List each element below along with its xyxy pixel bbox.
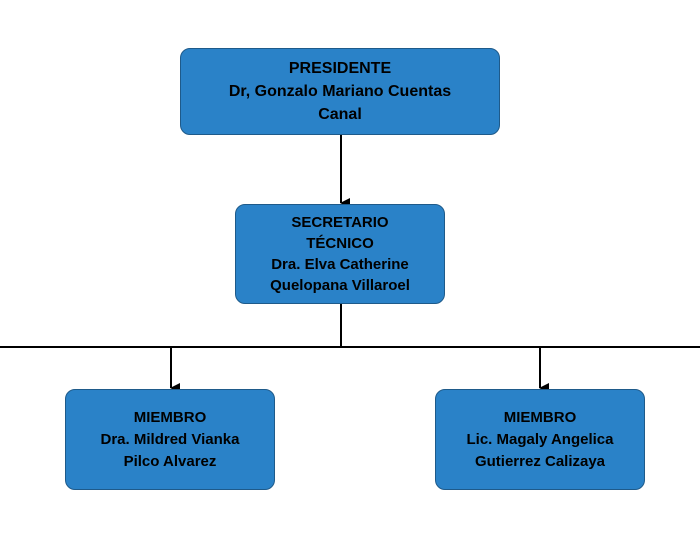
member-2-name-line2: Gutierrez Calizaya bbox=[474, 452, 606, 470]
president-name-line2: Canal bbox=[318, 106, 362, 123]
secretary-role-line1: SECRETARIO bbox=[291, 214, 389, 231]
member-1-name-line2: Pilco Alvarez bbox=[123, 452, 217, 470]
president-name-line1: Dr, Gonzalo Mariano Cuentas bbox=[228, 83, 452, 100]
member-2-name-line1: Lic. Magaly Angelica bbox=[466, 430, 614, 448]
secretary-name-line2: Quelopana Villaroel bbox=[270, 277, 410, 294]
president-box: PRESIDENTE Dr, Gonzalo Mariano Cuentas C… bbox=[180, 48, 500, 135]
member-box-1: MIEMBRO Dra. Mildred Vianka Pilco Alvare… bbox=[65, 389, 275, 490]
member-1-name-line1: Dra. Mildred Vianka bbox=[100, 430, 240, 448]
secretary-box: SECRETARIO TÉCNICO Dra. Elva Catherine Q… bbox=[235, 204, 445, 304]
president-role: PRESIDENTE bbox=[288, 60, 392, 77]
secretary-role-line2: TÉCNICO bbox=[306, 235, 374, 252]
member-box-2: MIEMBRO Lic. Magaly Angelica Gutierrez C… bbox=[435, 389, 645, 490]
member-2-role: MIEMBRO bbox=[503, 408, 577, 426]
secretary-name-line1: Dra. Elva Catherine bbox=[271, 256, 409, 273]
member-1-role: MIEMBRO bbox=[133, 408, 207, 426]
